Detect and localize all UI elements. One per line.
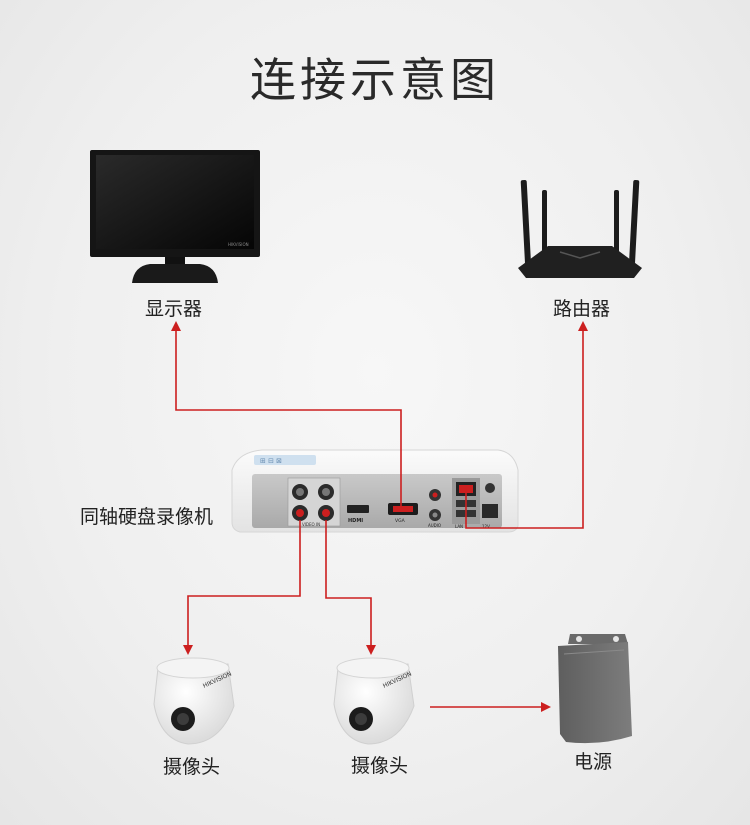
router-label: 路由器 [553, 298, 611, 320]
dvr-label: 同轴硬盘录像机 [80, 506, 214, 528]
router-icon [518, 180, 642, 278]
lan-label: LAN [455, 524, 463, 529]
page-title: 连接示意图 [250, 53, 500, 107]
dome-camera-icon-2: HIKVISION [333, 657, 415, 745]
bnc-port-3 [292, 505, 308, 521]
connection-lines [171, 321, 588, 712]
line-dvr-to-camera-1 [183, 520, 301, 655]
line-dvr-to-camera-2 [325, 520, 376, 655]
power-supply-icon [558, 634, 632, 744]
audio-label: AUDIO [428, 523, 441, 528]
vga-label: VGA [395, 518, 406, 524]
power-supply-label: 电源 [574, 751, 613, 773]
dvr-brand-strip: ⊞ ⊟ ⊠ [260, 457, 282, 465]
monitor-brand: HIKVISION [228, 242, 249, 247]
monitor-icon: HIKVISION [90, 150, 260, 283]
dvr-icon: ⊞ ⊟ ⊠ VIDEO IN HDMI VGA AUDIO LAN 12V [231, 449, 519, 533]
camera-1-label: 摄像头 [163, 756, 221, 778]
bnc-port-1 [292, 484, 308, 500]
bnc-port-4 [318, 505, 334, 521]
power-port-label: 12V [482, 524, 490, 529]
camera-2-label: 摄像头 [351, 755, 409, 777]
hdmi-port [347, 505, 369, 513]
hdmi-label: HDMI [348, 518, 363, 524]
line-dvr-to-router [465, 321, 588, 529]
video-in-label: VIDEO IN [302, 522, 320, 527]
dome-camera-icon-1: HIKVISION [153, 657, 235, 745]
monitor-label: 显示器 [145, 298, 203, 320]
line-dvr-to-monitor [171, 321, 402, 508]
bnc-port-2 [318, 484, 334, 500]
